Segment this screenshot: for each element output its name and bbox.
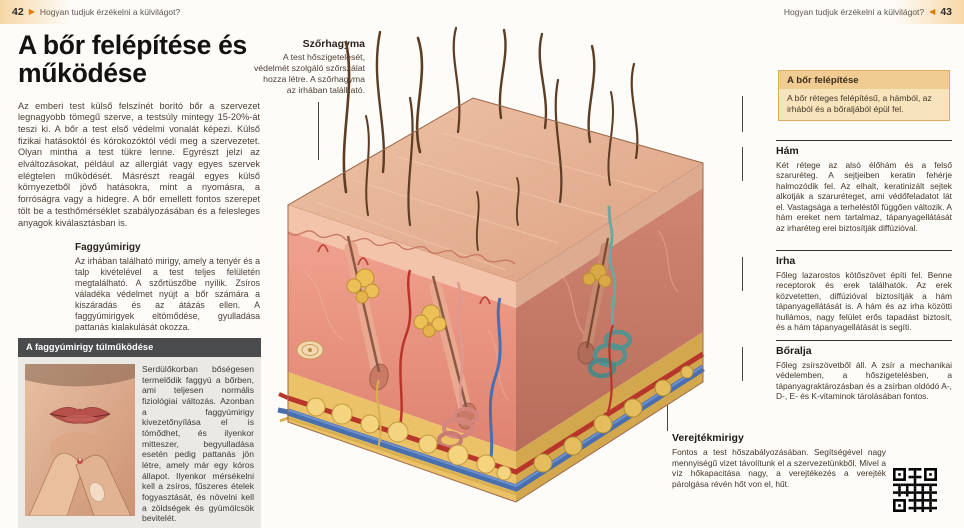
section-dermis-text: Főleg lazarostos kötőszövet építi fel. B… — [776, 270, 952, 333]
running-header-left: 42 ▶ Hogyan tudjuk érzékelni a külvilágo… — [12, 6, 180, 18]
section-epidermis-text: Két rétege az alsó élőhám és a felső sza… — [776, 160, 952, 233]
fat-lobules — [306, 365, 694, 481]
info-box-sebaceous-overactivity: A faggyúmirigy túlműködése — [18, 338, 261, 528]
section-epidermis: Hám Két rétege az alsó élőhám és a felső… — [776, 140, 952, 233]
section-epidermis-heading: Hám — [776, 145, 799, 157]
sweat-gland-secondary — [437, 281, 479, 449]
leader-line-sweat-gland — [667, 394, 668, 431]
dermis-layer-right — [516, 188, 703, 452]
info-box-text: Serdülőkorban bőségesen termelődik faggy… — [142, 364, 254, 524]
intro-paragraph: Az emberi test külső felszínét borító bő… — [18, 100, 260, 228]
pacinian-corpuscle — [296, 340, 324, 360]
info-box-heading: A faggyúmirigy túlműködése — [18, 338, 261, 357]
hair-bulb-text: A test hőszigetelését, védelmét szolgáló… — [253, 52, 365, 96]
skin-structure-box: A bőr felépítése A bőr réteges felépítés… — [778, 70, 950, 122]
structure-box-heading: A bőr felépítése — [779, 71, 949, 89]
squeezing-fingers — [28, 452, 132, 516]
leader-line-subcutis — [742, 347, 743, 381]
section-dermis: Irha Főleg lazarostos kötőszövet építi f… — [776, 250, 952, 333]
sebaceous-gland-text: Az irhában található mirigy, amely a ten… — [75, 256, 260, 333]
left-column: A bőr felépítése és működése Az emberi t… — [18, 30, 260, 333]
pimple-squeeze-photo — [25, 364, 135, 516]
running-header: 42 ▶ Hogyan tudjuk érzékelni a külvilágo… — [0, 0, 964, 24]
lips — [49, 406, 111, 424]
section-dermis-heading: Irha — [776, 255, 796, 267]
section-subcutis: Bőralja Főleg zsírszövetből áll. A zsír … — [776, 340, 952, 402]
leader-line-hair-bulb — [318, 102, 319, 160]
sebaceous-glands — [346, 263, 612, 338]
page-number-left: 42 — [12, 6, 24, 18]
structure-box-text: A bőr réteges felépítésű, a hámból, az i… — [787, 93, 932, 114]
qr-code — [893, 468, 937, 512]
sebaceous-gland-heading: Faggyúmirigy — [75, 242, 141, 254]
skin-block — [287, 97, 704, 502]
epidermis-layer-right — [516, 163, 703, 308]
arrow-right-icon: ▶ — [28, 7, 35, 16]
hairs — [342, 26, 639, 251]
leader-line-structure-box — [742, 96, 743, 132]
leader-line-dermis — [742, 257, 743, 291]
hair-bulb-label: Szőrhagyma A test hőszigetelését, védelm… — [253, 38, 365, 96]
section-subcutis-heading: Bőralja — [776, 345, 812, 357]
papillary-boundary — [287, 230, 516, 265]
nerve — [279, 379, 517, 496]
sweat-gland-heading: Verejtékmirigy — [672, 432, 744, 444]
hair-bulb-heading: Szőrhagyma — [302, 38, 365, 50]
section-sweat-gland: Verejtékmirigy Fontos a test hőszabályoz… — [672, 432, 886, 489]
skin-cross-section-illustration — [277, 26, 705, 503]
page-number-right: 43 — [940, 6, 952, 18]
sweat-gland-text: Fontos a test hőszabályozásában. Segítsé… — [672, 447, 886, 489]
running-title-left: Hogyan tudjuk érzékelni a külvilágot? — [39, 7, 181, 17]
page-title: A bőr felépítése és működése — [18, 30, 247, 88]
running-title-right: Hogyan tudjuk érzékelni a külvilágot? — [783, 7, 925, 17]
leader-line-epidermis — [742, 147, 743, 181]
skin-surface-ridges — [315, 132, 659, 271]
sebaceous-gland-block: Faggyúmirigy Az irhában található mirigy… — [75, 242, 260, 333]
block-outline — [287, 97, 704, 503]
info-box-body: Serdülőkorban bőségesen termelődik faggy… — [18, 357, 261, 528]
section-subcutis-text: Főleg zsírszövetből áll. A zsír a mechan… — [776, 360, 952, 402]
pimple — [77, 458, 83, 464]
arrow-left-icon: ◀ — [929, 7, 936, 16]
running-header-right: Hogyan tudjuk érzékelni a külvilágot? ◀ … — [784, 6, 952, 18]
